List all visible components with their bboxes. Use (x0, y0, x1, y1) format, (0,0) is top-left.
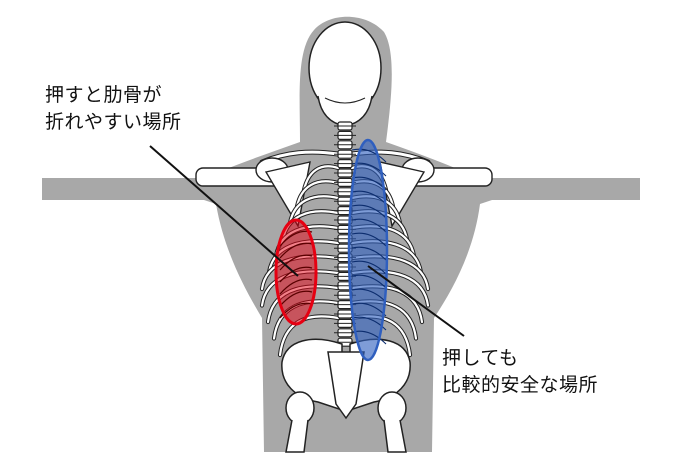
safe-rib-line (351, 288, 387, 303)
danger-rib-line (279, 266, 313, 283)
sacrum (327, 351, 365, 420)
skull (308, 21, 382, 127)
danger-rib-line (279, 254, 313, 271)
danger-zone-ribs (279, 230, 313, 319)
danger-zone (274, 218, 318, 326)
safe-label: 押しても 比較的安全な場所 (442, 345, 598, 399)
safe-rib-line (351, 316, 387, 331)
danger-zone-fill (276, 220, 316, 324)
safe-rib-line (351, 190, 387, 205)
safe-rib-line (351, 204, 387, 219)
left-hip-joint (285, 391, 315, 425)
danger-label: 押すと肋骨が 折れやすい場所 (45, 82, 182, 136)
danger-label-line2: 折れやすい場所 (45, 111, 182, 133)
safe-rib-line (351, 246, 387, 261)
danger-leader-line (149, 145, 299, 277)
left-femur (285, 419, 309, 453)
safe-zone-ribs (351, 148, 387, 345)
danger-rib-line (279, 242, 313, 259)
safe-rib-line (351, 260, 387, 275)
safe-zone-fill (349, 140, 387, 360)
shoulder-girdle (195, 149, 493, 228)
danger-rib-line (279, 278, 313, 295)
danger-rib-line (279, 290, 313, 307)
safe-zone (347, 138, 389, 362)
right-femur (383, 419, 407, 453)
safe-rib-line (351, 274, 387, 289)
danger-zone-outline (274, 218, 318, 326)
right-hip-joint (377, 391, 407, 425)
safe-rib-line (351, 148, 387, 163)
safe-label-line2: 比較的安全な場所 (442, 374, 599, 396)
rib-left-fill (288, 195, 340, 225)
rib-left-fill (302, 165, 340, 192)
safe-label-line1: 押しても (442, 347, 519, 369)
safe-rib-line (351, 218, 387, 233)
safe-zone-outline (347, 138, 389, 362)
skull-detail (324, 97, 366, 104)
rib-left-fill (295, 180, 340, 208)
safe-leader-line (367, 265, 465, 337)
danger-label-line1: 押すと肋骨が (45, 84, 163, 106)
safe-rib-line (351, 232, 387, 247)
danger-rib-line (279, 302, 313, 319)
